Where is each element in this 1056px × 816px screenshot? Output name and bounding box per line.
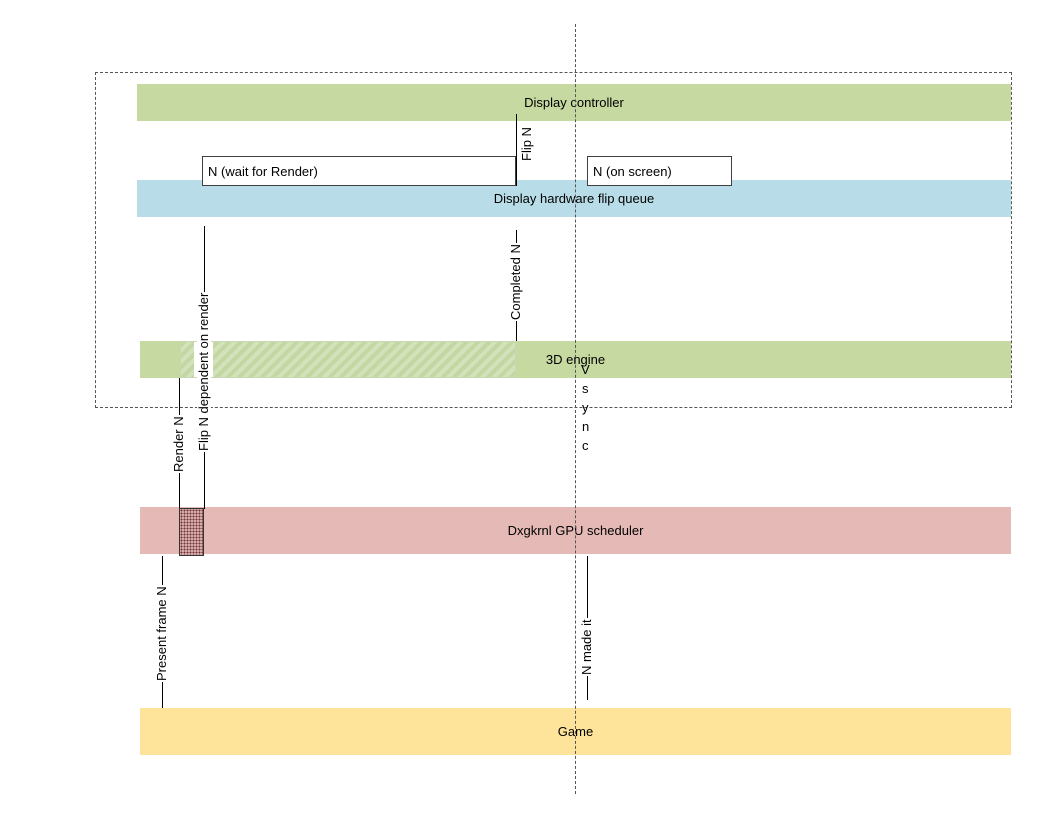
vsync-letter-v: V bbox=[581, 362, 590, 377]
vsync-letter-n: n bbox=[582, 419, 590, 434]
flip-n-line bbox=[516, 114, 517, 186]
present-frame-n-label: Present frame N bbox=[154, 585, 169, 682]
render-n-label: Render N bbox=[171, 415, 186, 473]
lane-label-flip-queue: Display hardware flip queue bbox=[493, 191, 655, 206]
n-made-it-label: N made it bbox=[579, 618, 594, 676]
frame-on-screen-box: N (on screen) bbox=[587, 156, 732, 186]
vsync-letter-c: c bbox=[582, 438, 589, 453]
completed-n-label: Completed N bbox=[508, 243, 523, 321]
vsync-letter-s: s bbox=[582, 381, 589, 396]
vsync-letter-y: y bbox=[582, 400, 589, 415]
lane-display-controller: Display controller bbox=[137, 84, 1011, 121]
frame-wait-for-render-box: N (wait for Render) bbox=[202, 156, 516, 186]
lane-label-display-controller: Display controller bbox=[524, 95, 624, 110]
flip-n-label: Flip N bbox=[519, 126, 534, 162]
frame-wait-for-render-label: N (wait for Render) bbox=[208, 163, 318, 179]
flip-dependent-label: Flip N dependent on render bbox=[196, 291, 211, 452]
frame-on-screen-label: N (on screen) bbox=[593, 163, 672, 179]
render-work-block bbox=[180, 341, 516, 378]
scheduler-work-block bbox=[179, 508, 204, 556]
vsync-line bbox=[575, 24, 576, 794]
lane-flip-queue: Display hardware flip queue bbox=[137, 180, 1011, 217]
